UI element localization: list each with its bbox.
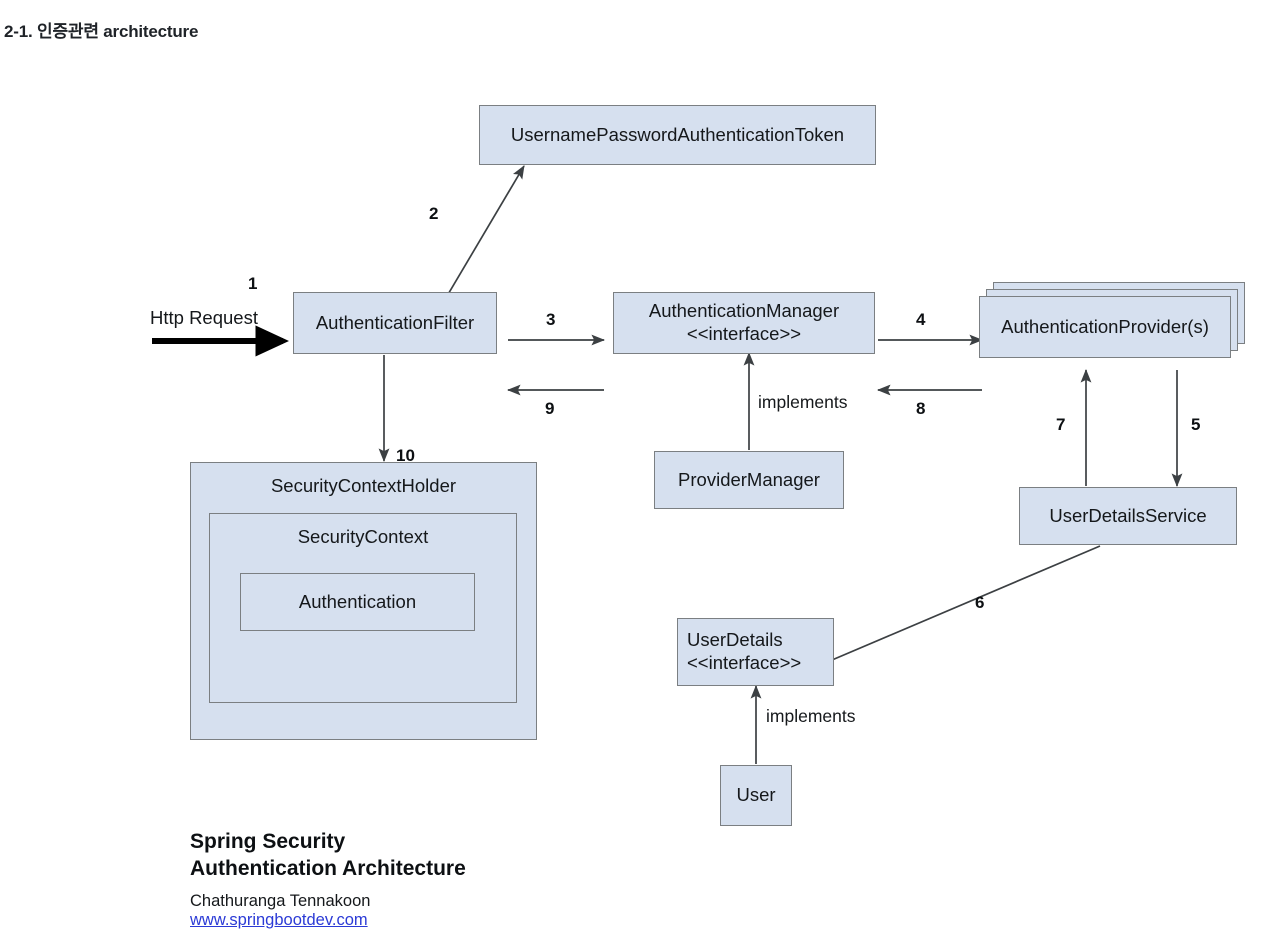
edge-label-7: 7	[1056, 415, 1066, 434]
edge-label-5: 5	[1191, 415, 1201, 434]
node-authentication-filter[interactable]: AuthenticationFilter	[293, 292, 497, 354]
implements-label-provider-manager: implements	[758, 392, 848, 412]
diagram-caption: Spring Security Authentication Architect…	[190, 829, 670, 930]
implements-label-user: implements	[766, 706, 856, 726]
node-user[interactable]: User	[720, 765, 792, 826]
edge-label-10: 10	[396, 446, 415, 465]
node-authentication-manager[interactable]: AuthenticationManager <<interface>>	[613, 292, 875, 354]
edge-label-8: 8	[916, 399, 926, 418]
node-authentication[interactable]: Authentication	[240, 573, 475, 631]
node-provider-manager[interactable]: ProviderManager	[654, 451, 844, 509]
edge-6-user-details-to-service	[831, 545, 1101, 661]
caption-author: Chathuranga Tennakoon	[190, 891, 371, 910]
node-authentication-provider[interactable]: AuthenticationProvider(s)	[979, 296, 1231, 358]
http-request-label: Http Request	[150, 307, 258, 328]
security-context-holder-label: SecurityContextHolder	[270, 475, 457, 496]
edge-label-6: 6	[975, 593, 985, 612]
security-context-label: SecurityContext	[297, 526, 429, 547]
node-user-details-service[interactable]: UserDetailsService	[1019, 487, 1237, 545]
edge-label-2: 2	[429, 204, 439, 223]
node-user-details[interactable]: UserDetails <<interface>>	[677, 618, 834, 686]
caption-title: Spring Security Authentication Architect…	[190, 830, 466, 880]
spring-security-architecture-diagram: Http Request 1 2 3 9 4 8 10 7 5 6 implem…	[0, 52, 1280, 937]
edge-label-9: 9	[545, 399, 555, 418]
edge-label-4: 4	[916, 310, 926, 329]
edge-label-1: 1	[248, 274, 258, 293]
caption-link[interactable]: www.springbootdev.com	[190, 910, 368, 929]
node-username-password-authentication-token[interactable]: UsernamePasswordAuthenticationToken	[479, 105, 876, 165]
edge-label-3: 3	[546, 310, 556, 329]
page-title: 2-1. 인증관련 architecture	[4, 22, 199, 41]
